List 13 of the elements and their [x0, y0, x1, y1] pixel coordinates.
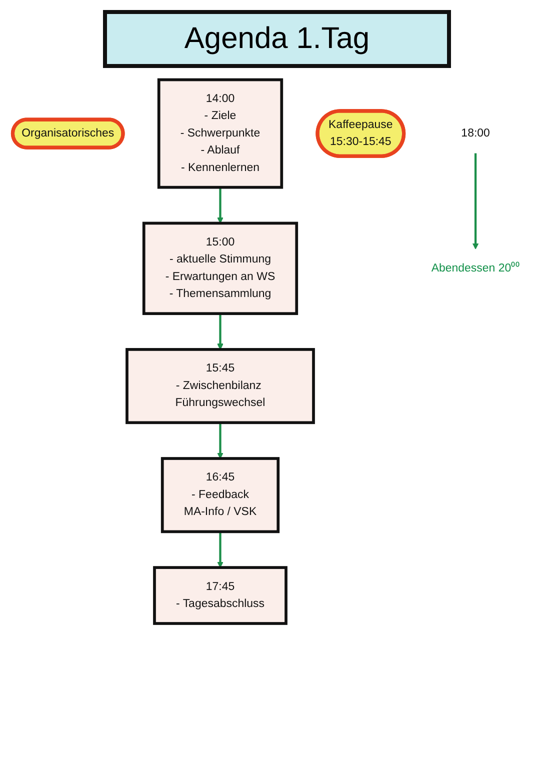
arrow	[217, 187, 224, 224]
node-text: Abendessen 20⁰⁰	[431, 262, 520, 274]
node-box: 15:00 - aktuelle Stimmung - Erwartungen an WS - Themensammlung	[142, 222, 298, 316]
arrow	[217, 422, 224, 459]
node-box: 16:45 - Feedback MA-Info / VSK	[160, 457, 280, 534]
arrow	[472, 152, 479, 250]
title-banner: Agenda 1.Tag	[103, 10, 451, 68]
node-box: 14:00 - Ziele - Schwerpunkte - Ablauf - Kennenlernen	[157, 78, 284, 189]
arrow	[217, 532, 224, 568]
node-text: 18:00	[461, 127, 490, 140]
arrow	[217, 314, 224, 350]
node-box: 17:45 - Tagesabschluss	[153, 566, 288, 625]
node-box: 15:45 - Zwischenbilanz Führungswechsel	[126, 348, 315, 424]
